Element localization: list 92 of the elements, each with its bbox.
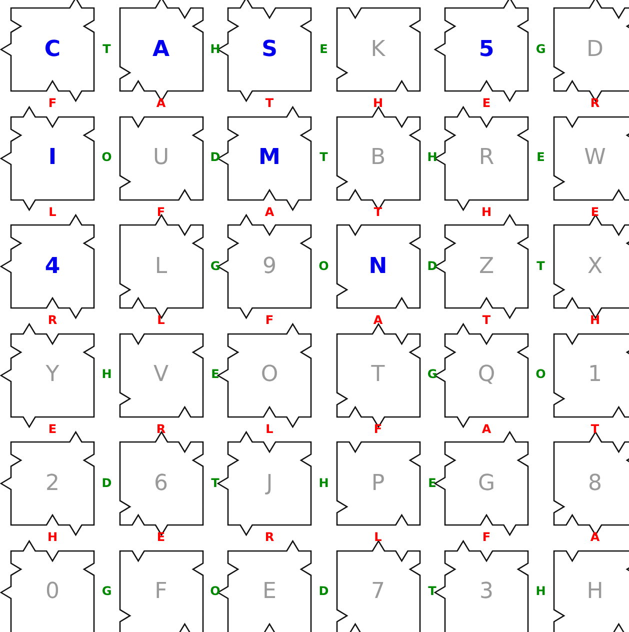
tile-letter: V: [153, 364, 169, 386]
joint-letter: E: [590, 206, 600, 218]
joint-letter: F: [156, 206, 166, 218]
tile-letter: Y: [46, 364, 60, 386]
tile-letter: 5: [478, 38, 494, 60]
link-letter: T: [428, 585, 436, 597]
link-letter: G: [210, 260, 220, 272]
joint-letter: E: [156, 531, 166, 543]
joint-letter: R: [264, 531, 274, 543]
tile-letter: Z: [478, 256, 494, 278]
joint-letter: L: [157, 314, 165, 326]
link-letter: O: [536, 368, 546, 380]
link-letter: O: [102, 151, 112, 163]
joint-letter: R: [590, 97, 600, 109]
tile-letter: B: [370, 147, 386, 169]
joint-letter: F: [265, 314, 274, 326]
joint-letter: A: [482, 422, 492, 434]
joint-letter: E: [482, 97, 491, 109]
tile-letter: M: [258, 147, 280, 169]
link-letter: G: [536, 42, 546, 54]
joint-letter: F: [374, 422, 382, 434]
joint-letter: L: [374, 531, 382, 543]
joint-letter: A: [264, 206, 274, 218]
tile-letter: 4: [44, 256, 60, 278]
tile-letter: Q: [478, 364, 496, 386]
joint-letter: A: [590, 531, 600, 543]
link-letter: H: [318, 476, 329, 488]
tile-letter: C: [44, 38, 61, 60]
tile-letter: O: [260, 364, 278, 386]
tile-letter: R: [478, 147, 494, 169]
tile-letter: I: [48, 147, 57, 169]
link-letter: D: [318, 585, 329, 597]
joint-letter: H: [47, 531, 58, 543]
joint-letter: F: [482, 531, 491, 543]
link-letter: E: [320, 42, 328, 54]
tile-letter: S: [262, 38, 278, 60]
tile-letter: T: [371, 364, 385, 386]
tile-letter: 1: [588, 364, 602, 386]
link-letter: D: [102, 476, 112, 488]
joint-letter: T: [590, 422, 600, 434]
joint-letter: A: [156, 97, 166, 109]
link-letter: T: [320, 151, 328, 163]
link-letter: H: [427, 151, 438, 163]
joint-letter: T: [374, 206, 382, 218]
tile-letter: J: [266, 472, 273, 494]
joint-letter: L: [48, 206, 56, 218]
link-letter: O: [210, 585, 220, 597]
tile-letter: P: [371, 472, 385, 494]
link-letter: O: [318, 260, 329, 272]
joint-letter: H: [372, 97, 384, 109]
tile-letter: E: [262, 581, 276, 603]
joint-letter: T: [265, 97, 274, 109]
joint-letter: A: [373, 314, 383, 326]
link-letter: E: [211, 368, 220, 380]
joint-letter: E: [48, 422, 57, 434]
link-letter: E: [428, 476, 436, 488]
link-letter: G: [427, 368, 438, 380]
link-letter: T: [536, 260, 545, 272]
tile-letter: 2: [46, 472, 60, 494]
joint-letter: F: [48, 97, 57, 109]
joint-letter: H: [590, 314, 600, 326]
joint-letter: H: [481, 206, 492, 218]
tile-letter: 6: [154, 472, 168, 494]
link-letter: G: [102, 585, 112, 597]
link-letter: T: [102, 42, 111, 54]
tile-letter: N: [368, 256, 388, 278]
tile-letter: L: [154, 256, 168, 278]
tile-letter: U: [152, 147, 170, 169]
tile-letter: D: [586, 38, 604, 60]
tile-letter: 9: [262, 256, 276, 278]
joint-letter: T: [482, 314, 491, 326]
tile-letter: A: [152, 38, 170, 60]
tile-letter: X: [587, 256, 603, 278]
tile-letter: 0: [46, 581, 60, 603]
tile-letter: G: [478, 472, 496, 494]
link-letter: E: [536, 151, 545, 163]
tile-letter: W: [584, 147, 606, 169]
link-letter: D: [427, 260, 438, 272]
link-letter: D: [210, 151, 220, 163]
link-letter: H: [102, 368, 112, 380]
tile-letter: K: [370, 38, 386, 60]
tile-letter: 3: [480, 581, 494, 603]
tile-letter: 8: [588, 472, 602, 494]
tile-letter: 7: [371, 581, 385, 603]
tile-letter: H: [586, 581, 604, 603]
link-letter: H: [210, 42, 220, 54]
link-letter: H: [536, 585, 546, 597]
link-letter: T: [211, 476, 220, 488]
joint-letter: R: [156, 422, 166, 434]
joint-letter: L: [266, 422, 274, 434]
tile-letter: F: [154, 581, 168, 603]
joint-letter: R: [48, 314, 58, 326]
